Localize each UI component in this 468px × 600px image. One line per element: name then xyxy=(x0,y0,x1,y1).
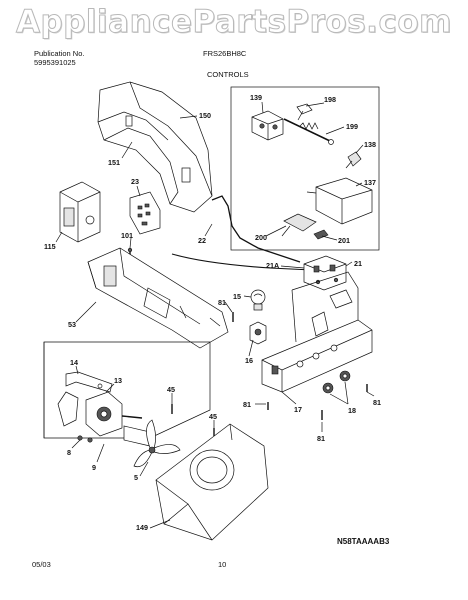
diagram-code: N58TAAAAB3 xyxy=(337,537,390,546)
control-box-115 xyxy=(59,181,101,243)
callout-149: 149 xyxy=(136,523,148,532)
switch-139-part xyxy=(251,110,284,141)
bracket-14-part xyxy=(57,371,113,427)
air-duct-150-151 xyxy=(97,81,213,213)
section-title: CONTROLS xyxy=(207,70,249,79)
callout-150: 150 xyxy=(199,111,211,120)
callout-9: 9 xyxy=(92,463,96,472)
callout-labels: 139 198 199 138 137 200 201 150 151 23 1… xyxy=(44,93,381,532)
callout-53: 53 xyxy=(68,320,76,329)
publication-number: 5995391025 xyxy=(34,58,76,67)
footer-date: 05/03 xyxy=(32,560,51,569)
socket-16-part xyxy=(249,321,267,345)
callout-45-a: 45 xyxy=(167,385,175,394)
lamp-15-part xyxy=(250,289,266,311)
callout-13: 13 xyxy=(114,376,122,385)
model-number: FRS26BH8C xyxy=(203,49,247,58)
publication-label: Publication No. xyxy=(34,49,85,58)
bracket-53-part xyxy=(87,247,229,349)
callout-21: 21 xyxy=(354,259,362,268)
callout-81-a: 81 xyxy=(218,298,226,307)
part-198 xyxy=(296,103,313,121)
fan-blade-5-part xyxy=(133,419,181,468)
callout-101: 101 xyxy=(121,231,133,240)
footer-page-number: 10 xyxy=(218,560,227,569)
circuit-board-23 xyxy=(129,191,161,235)
housing-17-part xyxy=(261,271,373,393)
callout-151: 151 xyxy=(108,158,120,167)
callout-23: 23 xyxy=(131,177,139,186)
callout-200: 200 xyxy=(255,233,267,242)
callout-14: 14 xyxy=(70,358,78,367)
callout-45-b: 45 xyxy=(209,412,217,421)
callout-201: 201 xyxy=(338,236,350,245)
fan-shroud-149-part xyxy=(155,423,269,541)
knob-18-parts xyxy=(322,370,351,394)
leader-lines xyxy=(55,101,375,529)
callout-5: 5 xyxy=(134,473,138,482)
callout-198: 198 xyxy=(324,95,336,104)
housing-137-part xyxy=(306,177,373,225)
callout-18: 18 xyxy=(348,406,356,415)
callout-16: 16 xyxy=(245,356,253,365)
inset-box xyxy=(230,86,380,251)
grommet-8-parts xyxy=(77,435,93,443)
rod-199-part xyxy=(283,118,334,145)
callout-138: 138 xyxy=(364,140,376,149)
watermark: AppliancePartsPros.com xyxy=(16,4,452,41)
paddle-200-part xyxy=(281,213,317,237)
callout-199: 199 xyxy=(346,122,358,131)
wire-22-part xyxy=(171,195,313,271)
callout-81-c: 81 xyxy=(317,434,325,443)
pad-201-part xyxy=(313,229,329,240)
switch-21-part xyxy=(303,255,347,291)
callout-81-b: 81 xyxy=(243,400,251,409)
callout-22: 22 xyxy=(198,236,206,245)
callout-21A: 21A xyxy=(266,261,279,270)
callout-139: 139 xyxy=(250,93,262,102)
callout-15: 15 xyxy=(233,292,241,301)
callout-137: 137 xyxy=(364,178,376,187)
callout-81-d: 81 xyxy=(373,398,381,407)
screw-81-parts xyxy=(232,312,368,420)
callout-115: 115 xyxy=(44,242,56,251)
clip-138-part xyxy=(345,151,362,169)
callout-17: 17 xyxy=(294,405,302,414)
callout-8: 8 xyxy=(67,448,71,457)
motor-13-part xyxy=(85,391,151,447)
